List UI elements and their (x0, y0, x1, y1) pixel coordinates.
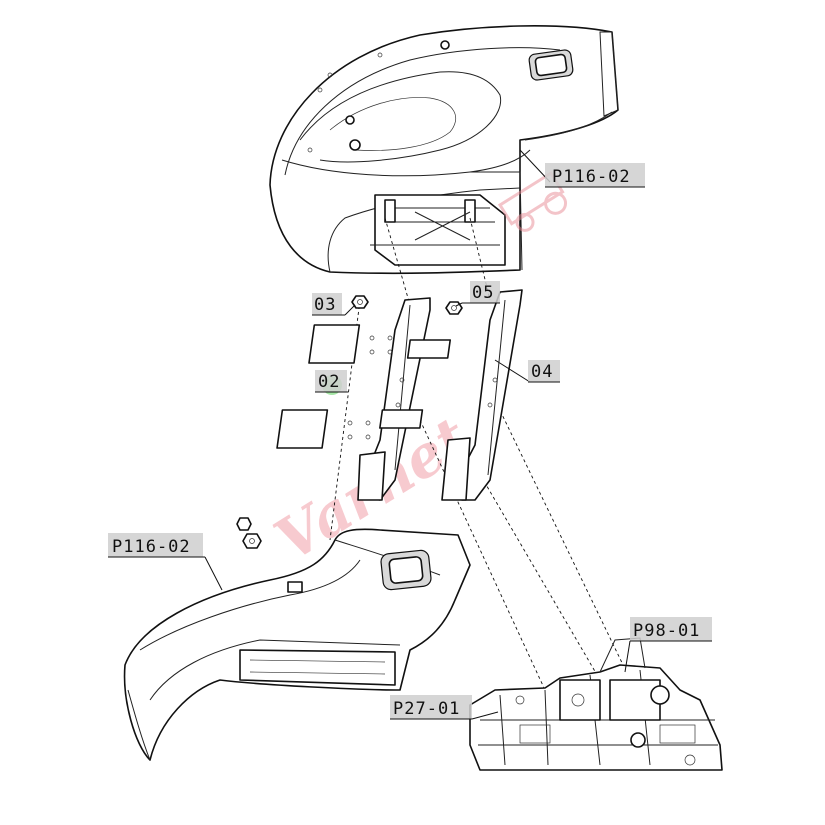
callout-transmission: P27-01 (390, 695, 499, 720)
callout-02: 02 (315, 370, 348, 395)
bolt-set (236, 517, 262, 549)
transmission-housing (469, 637, 723, 771)
fastener-03 (351, 295, 369, 309)
label-transmission: P27-01 (393, 699, 460, 719)
label-axle-housing: P98-01 (633, 621, 700, 641)
label-03: 03 (314, 295, 336, 315)
callout-top-fender: P116-02 (519, 149, 645, 188)
label-02: 02 (318, 372, 340, 392)
top-fender-assembly (269, 25, 619, 275)
callout-04: 04 (494, 359, 560, 383)
assembly-lines (329, 217, 641, 701)
callout-03: 03 (312, 293, 356, 316)
callout-05: 05 (455, 281, 500, 307)
label-bottom-fender: P116-02 (112, 537, 191, 557)
label-top-fender: P116-02 (552, 167, 631, 187)
label-04: 04 (531, 362, 553, 382)
bottom-fender-assembly (123, 517, 471, 761)
callout-axle-housing: P98-01 (624, 617, 712, 673)
label-05: 05 (472, 283, 494, 303)
callout-bottom-fender: P116-02 (108, 533, 223, 591)
bracket-04 (379, 289, 523, 501)
